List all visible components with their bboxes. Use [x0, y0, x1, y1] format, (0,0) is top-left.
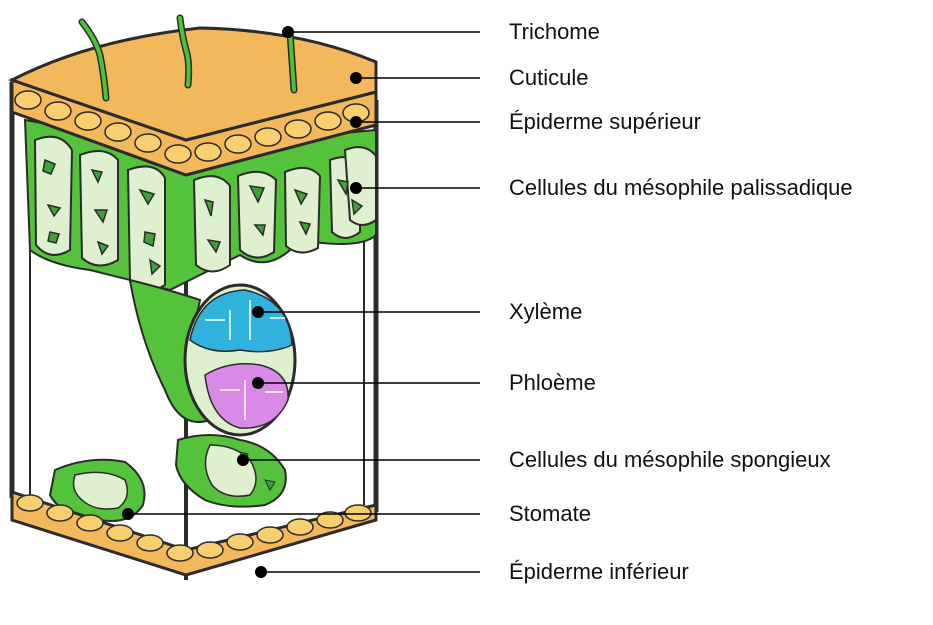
- label-phloem: Phloème: [509, 372, 596, 394]
- vascular-bundle: [185, 285, 295, 435]
- label-lower-epidermis: Épiderme inférieur: [509, 561, 689, 583]
- label-trichome: Trichome: [509, 21, 600, 43]
- label-palisade-mesophyll: Cellules du mésophile palissadique: [509, 177, 853, 199]
- label-cuticle: Cuticule: [509, 67, 588, 89]
- label-spongy-mesophyll: Cellules du mésophile spongieux: [509, 449, 831, 471]
- label-upper-epidermis: Épiderme supérieur: [509, 111, 701, 133]
- label-stomate: Stomate: [509, 503, 591, 525]
- label-xylem: Xylème: [509, 301, 582, 323]
- spongy-mesophyll: [176, 435, 286, 507]
